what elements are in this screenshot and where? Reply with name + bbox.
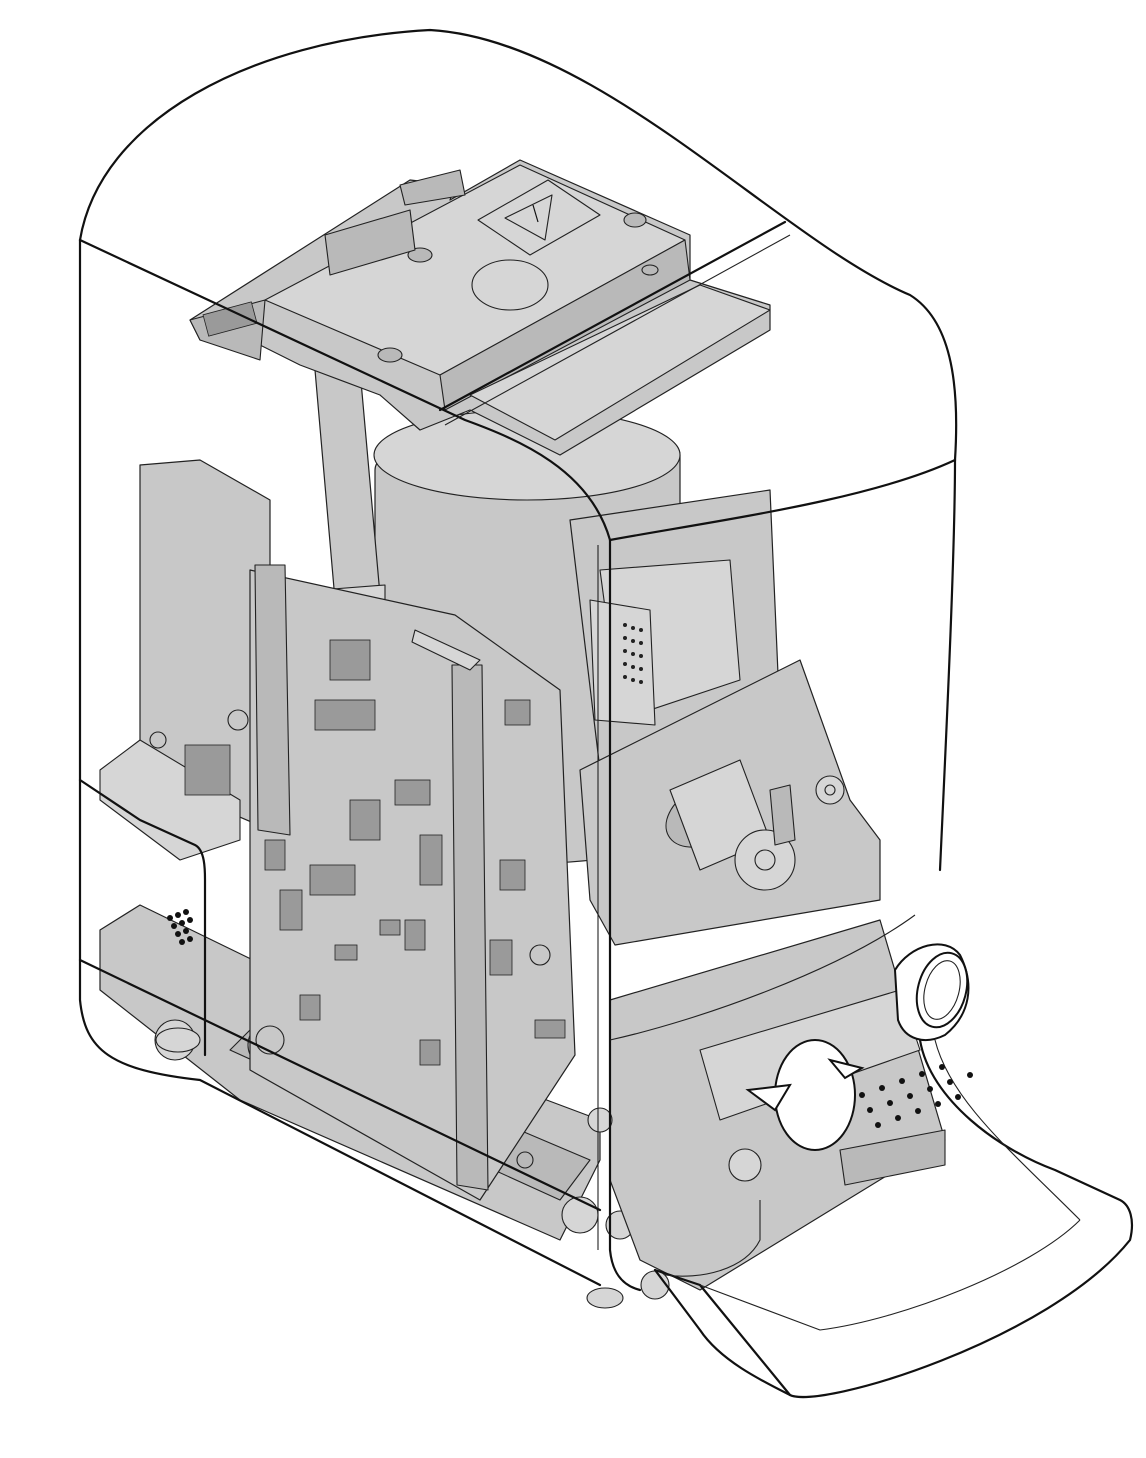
rear-vent-dots [167,909,193,945]
dispensing-nozzle [587,919,946,1291]
main-circuit-board [249,564,576,1201]
control-knob [893,943,970,1041]
connector-pins [623,623,643,684]
front-drip-tray [653,1038,1134,1399]
drive-motor [569,489,881,946]
outer-housing [78,28,958,1309]
connector-module [589,599,656,726]
drip-tray-holes [859,1064,973,1128]
side-circuit-board [99,459,271,861]
top-cover-plate [189,159,771,456]
